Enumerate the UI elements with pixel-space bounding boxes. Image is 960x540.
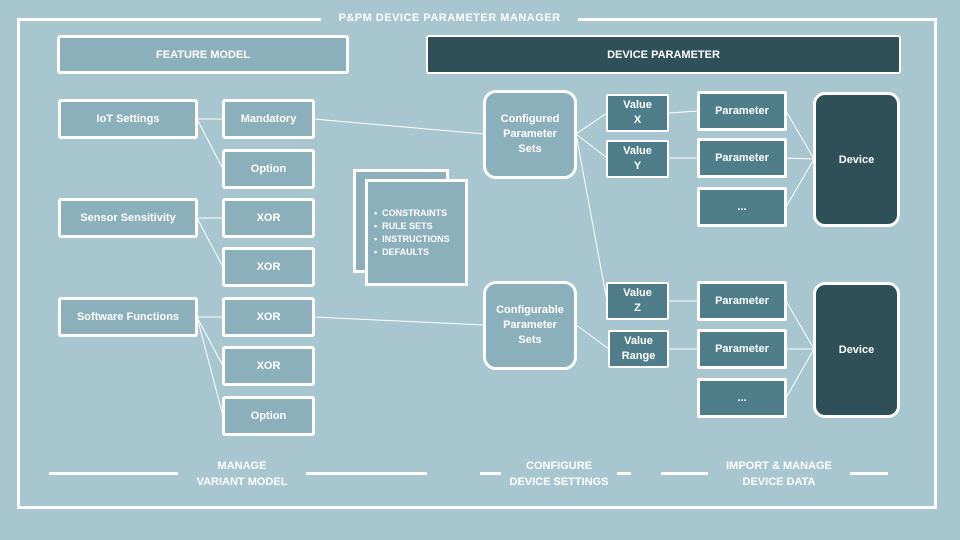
feature-software-functions: Software Functions	[58, 297, 198, 337]
configurable-parameter-sets: Configurable Parameter Sets	[483, 281, 577, 370]
configurable-sets-line: Sets	[518, 334, 542, 346]
value-y: Value Y	[606, 140, 669, 178]
diagram-title: P&PM DEVICE PARAMETER MANAGER	[321, 9, 578, 27]
rules-item: DEFAULTS	[374, 246, 450, 259]
parameter-more: ...	[697, 187, 787, 227]
link-configured-value-z	[575, 133, 608, 302]
link-configured-value-y	[575, 133, 608, 159]
device-box: Device	[813, 282, 900, 418]
parameter-box: Parameter	[697, 281, 787, 321]
parameter-box: Parameter	[697, 329, 787, 369]
feature-iot-settings: IoT Settings	[58, 99, 198, 139]
link-parameter-device-1b	[785, 157, 815, 160]
value-name: Y	[633, 160, 642, 172]
footer-line: VARIANT MODEL	[196, 476, 288, 488]
footer-line: CONFIGURE	[526, 460, 592, 472]
value-label: Value	[623, 99, 652, 111]
variant-xor: XOR	[222, 198, 315, 238]
value-name: Range	[621, 350, 656, 362]
link-parameter-device-1c	[785, 158, 815, 208]
rules-item: CONSTRAINTS	[374, 207, 450, 220]
link-software-option	[196, 316, 224, 417]
feature-sensor-sensitivity: Sensor Sensitivity	[58, 198, 198, 238]
footer-import-manage-device-data: IMPORT & MANAGE DEVICE DATA	[708, 458, 850, 492]
link-xor-configurable	[313, 316, 485, 326]
footer-configure-device-settings: CONFIGURE DEVICE SETTINGS	[501, 458, 617, 492]
footer-manage-variant-model: MANAGE VARIANT MODEL	[178, 458, 306, 492]
value-range: Value Range	[608, 330, 669, 368]
value-x: Value X	[606, 94, 669, 132]
footer-divider	[617, 472, 631, 475]
link-software-xor-2	[196, 316, 224, 367]
feature-model-header: FEATURE MODEL	[57, 35, 349, 74]
footer-divider	[306, 472, 427, 475]
parameter-more: ...	[697, 378, 787, 418]
value-label: Value	[623, 287, 652, 299]
value-name: Z	[634, 302, 641, 314]
link-configurable-value-range	[575, 324, 610, 350]
variant-xor: XOR	[222, 346, 315, 386]
configured-sets-line: Parameter	[503, 128, 557, 140]
variant-xor: XOR	[222, 247, 315, 287]
footer-divider	[49, 472, 178, 475]
footer-divider	[661, 472, 708, 475]
link-value-x-parameter	[668, 110, 699, 114]
value-label: Value	[623, 145, 652, 157]
parameter-box: Parameter	[697, 138, 787, 178]
link-parameter-device-2a	[785, 300, 815, 350]
value-z: Value Z	[606, 282, 669, 320]
rules-item: RULE SETS	[374, 220, 450, 233]
footer-line: DEVICE DATA	[742, 476, 816, 488]
value-label: Value	[624, 335, 653, 347]
configured-parameter-sets: Configured Parameter Sets	[483, 90, 577, 179]
configurable-sets-line: Parameter	[503, 319, 557, 331]
rules-item: INSTRUCTIONS	[374, 233, 450, 246]
footer-divider	[480, 472, 501, 475]
value-name: X	[633, 114, 642, 126]
configured-sets-line: Configured	[500, 113, 560, 125]
link-iot-option	[196, 118, 224, 170]
link-configured-value-x	[575, 112, 608, 135]
device-parameter-header: DEVICE PARAMETER	[426, 35, 901, 74]
rules-list: CONSTRAINTS RULE SETS INSTRUCTIONS DEFAU…	[368, 207, 450, 259]
variant-option: Option	[222, 149, 315, 189]
variant-mandatory: Mandatory	[222, 99, 315, 139]
footer-line: IMPORT & MANAGE	[726, 460, 832, 472]
configured-sets-line: Sets	[518, 143, 542, 155]
parameter-box: Parameter	[697, 91, 787, 131]
footer-line: MANAGE	[217, 460, 267, 472]
configurable-sets-line: Configurable	[496, 304, 564, 316]
link-parameter-device-2c	[785, 348, 815, 399]
footer-line: DEVICE SETTINGS	[509, 476, 609, 488]
rules-document: CONSTRAINTS RULE SETS INSTRUCTIONS DEFAU…	[365, 179, 468, 286]
footer-divider	[850, 472, 888, 475]
variant-xor: XOR	[222, 297, 315, 337]
variant-option: Option	[222, 396, 315, 436]
link-sensor-xor-2	[196, 217, 224, 268]
link-parameter-device-1a	[785, 110, 815, 160]
link-mandatory-configured	[313, 118, 485, 135]
device-box: Device	[813, 92, 900, 227]
